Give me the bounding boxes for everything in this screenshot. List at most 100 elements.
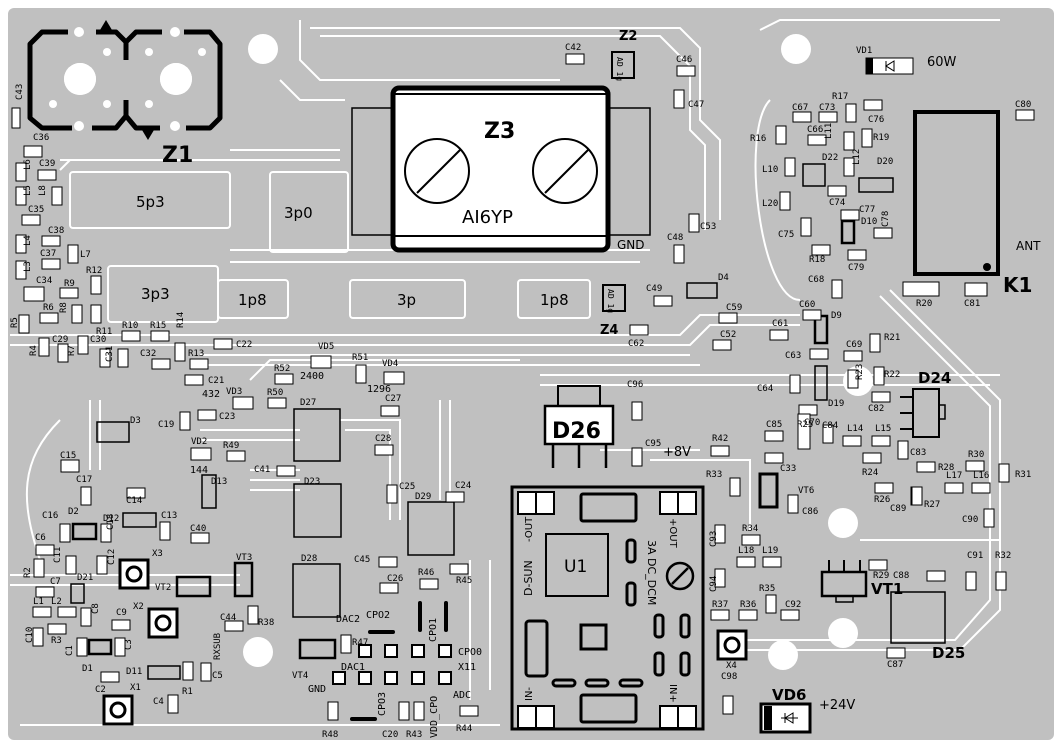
ref-x2: X2 xyxy=(133,602,144,612)
smd-part-l3 xyxy=(15,260,27,280)
smd-part-r10 xyxy=(121,330,141,342)
ref-c9: C9 xyxy=(116,608,127,618)
ref-r2: R2 xyxy=(23,567,33,578)
z1-arrow-up-icon xyxy=(100,20,112,30)
smd-part-c8 xyxy=(80,607,92,627)
ref-c32: C32 xyxy=(140,349,156,359)
ref-r27: R27 xyxy=(924,500,940,510)
hole xyxy=(828,618,858,648)
ref-c98: C98 xyxy=(721,672,737,682)
ref-c80: C80 xyxy=(1015,100,1031,110)
ref-c4: C4 xyxy=(153,697,164,707)
smd-part-r52 xyxy=(274,373,294,385)
ref-c77: C77 xyxy=(859,205,875,215)
ref-l20: L20 xyxy=(762,199,778,209)
ref-r1: R1 xyxy=(182,687,193,697)
smd-part-c80 xyxy=(1015,109,1035,121)
smd-part-l1 xyxy=(32,606,52,618)
ref-r10: R10 xyxy=(122,321,138,331)
ref-l5: L5 xyxy=(23,185,33,196)
ref-c85: C85 xyxy=(766,420,782,430)
smd-part-r20 xyxy=(902,281,940,297)
ref-r23: R23 xyxy=(855,364,865,380)
smd-part-r12 xyxy=(90,275,102,295)
ref-c35: C35 xyxy=(28,205,44,215)
smd-part-l4 xyxy=(15,234,27,254)
smd-part-r29 xyxy=(868,559,888,571)
hdr-cpo0: CPO0 xyxy=(458,647,482,658)
ref-d2: D2 xyxy=(68,507,79,517)
24v-label: +24V xyxy=(819,698,855,713)
hole xyxy=(781,34,811,64)
smd-part-c34 xyxy=(23,286,45,302)
smd-part-c26 xyxy=(379,582,399,594)
smd-part-r7 xyxy=(99,348,111,368)
smd-part-c67 xyxy=(792,111,812,123)
smd-part-r5 xyxy=(18,314,30,334)
ref-r14: R14 xyxy=(176,312,186,328)
smd-part-r13 xyxy=(189,358,209,370)
ref-c95: C95 xyxy=(645,439,661,449)
smd-part-r28 xyxy=(916,461,936,473)
smd-part-c42 xyxy=(565,53,585,65)
freq-144: 144 xyxy=(190,465,208,476)
x11-header xyxy=(332,644,452,685)
d26-label: D26 xyxy=(552,419,601,444)
smd-part-c79 xyxy=(847,249,867,261)
smd-part-c69 xyxy=(843,350,863,362)
ref-r37: R37 xyxy=(712,600,728,610)
ref-c69: C69 xyxy=(846,340,862,350)
smd-part-c28 xyxy=(374,444,394,456)
smd-part-l10 xyxy=(784,157,796,177)
hdr-x11: X11 xyxy=(458,662,476,673)
ref-l2: L2 xyxy=(51,597,62,607)
freq-1296: 1296 xyxy=(367,384,391,395)
ref-c49: C49 xyxy=(646,284,662,294)
ref-x3: X3 xyxy=(152,549,163,559)
smd-part-c60 xyxy=(802,309,822,321)
ref-r48: R48 xyxy=(322,730,338,740)
smd-part-c22 xyxy=(213,338,233,350)
u1-model: 3A DC_DCM xyxy=(645,540,658,605)
ref-c33: C33 xyxy=(780,464,796,474)
ref-r34: R34 xyxy=(742,524,758,534)
diode-icon xyxy=(885,60,895,72)
smd-part-c68 xyxy=(831,279,843,299)
ref-c83: C83 xyxy=(910,448,926,458)
smd-part-c30 xyxy=(77,335,89,355)
smd-part-c94 xyxy=(714,568,726,588)
ref-vd2: VD2 xyxy=(191,437,207,447)
smd-part-r45 xyxy=(449,563,469,575)
ref-c27: C27 xyxy=(385,394,401,404)
ref-c44: C44 xyxy=(220,613,236,623)
smd-part-r34 xyxy=(741,534,761,546)
smd-part-vd3 xyxy=(232,396,254,410)
ref-x1: X1 xyxy=(130,683,141,693)
d24-label: D24 xyxy=(918,369,951,387)
smd-part-r51 xyxy=(355,364,367,384)
ant-label: ANT xyxy=(1016,239,1041,253)
smd-part-c1 xyxy=(76,637,88,657)
ref-c41: C41 xyxy=(254,465,270,475)
smd-part-c92 xyxy=(780,609,800,621)
ref-r13: R13 xyxy=(188,349,204,359)
ref-d10: D10 xyxy=(861,217,877,227)
ref-l10: L10 xyxy=(762,165,778,175)
hdr-cpo2: CPO2 xyxy=(366,610,390,621)
smd-part-r3 xyxy=(47,623,67,635)
smd-part-c35 xyxy=(21,214,41,226)
ref-c15: C15 xyxy=(60,451,76,461)
smd-part-r17 xyxy=(845,103,857,123)
ref-c64: C64 xyxy=(757,384,773,394)
ref-c1: C1 xyxy=(65,645,75,656)
ref-c30: C30 xyxy=(90,335,106,345)
smd-part-c27 xyxy=(380,405,400,417)
ref-l1: L1 xyxy=(33,597,44,607)
smd-part-r16 xyxy=(775,125,787,145)
smd-part-c44 xyxy=(224,620,244,632)
smd-part-c7 xyxy=(35,586,55,598)
ref-c10: C10 xyxy=(25,627,35,643)
smd-part-c90 xyxy=(983,508,995,528)
smd-part-l20 xyxy=(779,191,791,211)
ref-r38: R38 xyxy=(258,618,274,628)
